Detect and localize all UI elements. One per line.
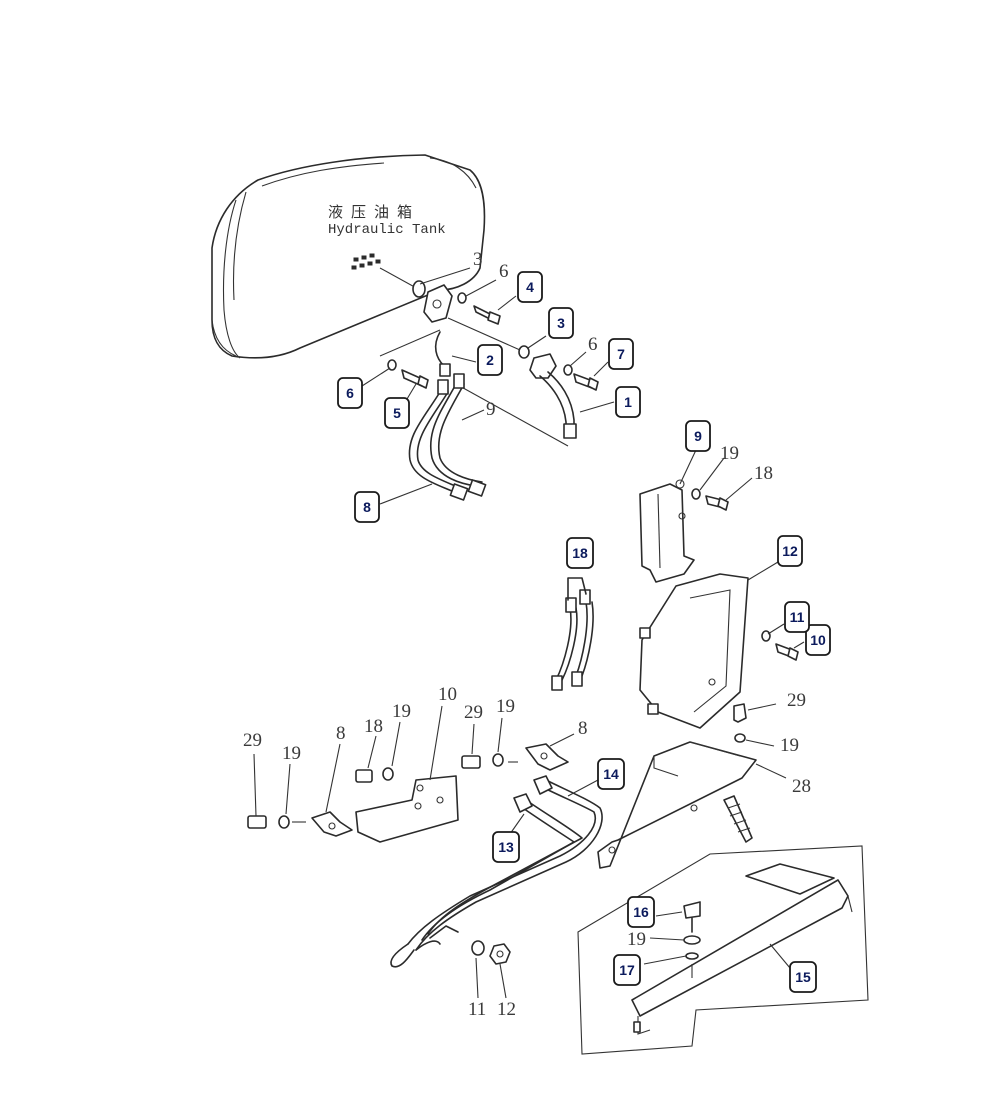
plain-label: 29 xyxy=(787,690,806,711)
svg-text:14: 14 xyxy=(603,766,619,782)
pipes-13-14 xyxy=(390,775,603,968)
plain-label: 12 xyxy=(497,999,516,1020)
callout-2: 2 xyxy=(477,344,503,376)
callout-8: 8 xyxy=(354,491,380,523)
plain-label: 19 xyxy=(627,929,646,950)
plain-label: 18 xyxy=(364,716,383,737)
svg-text:2: 2 xyxy=(486,352,494,368)
callout-11: 11 xyxy=(784,601,810,633)
tank-port-pattern xyxy=(351,253,381,270)
svg-text:18: 18 xyxy=(572,545,588,561)
svg-text:7: 7 xyxy=(617,346,625,362)
callout-12: 12 xyxy=(777,535,803,567)
callout-14: 14 xyxy=(597,758,625,790)
plain-label: 19 xyxy=(780,735,799,756)
plain-labels: 3 6 6 9 19 18 29 19 28 10 19 29 19 8 29 … xyxy=(243,249,811,1020)
callout-17: 17 xyxy=(613,954,641,986)
callout-16: 16 xyxy=(627,896,655,928)
lower-right-panel xyxy=(577,845,869,1055)
plain-label: 8 xyxy=(336,723,346,744)
svg-text:3: 3 xyxy=(557,315,565,331)
callout-7: 7 xyxy=(608,338,634,370)
plain-label: 29 xyxy=(243,730,262,751)
svg-text:5: 5 xyxy=(393,405,401,421)
callout-5: 5 xyxy=(384,397,410,429)
callout-1: 1 xyxy=(615,386,641,418)
plain-label: 6 xyxy=(588,334,598,355)
svg-text:8: 8 xyxy=(363,499,371,515)
lower-left-parts xyxy=(247,743,569,843)
plain-label: 10 xyxy=(438,684,457,705)
plain-label: 19 xyxy=(282,743,301,764)
plain-label: 19 xyxy=(392,701,411,722)
svg-text:9: 9 xyxy=(694,428,702,444)
plain-label: 6 xyxy=(499,261,509,282)
svg-text:17: 17 xyxy=(619,962,635,978)
plain-label: 9 xyxy=(486,399,496,420)
leader-lines xyxy=(253,267,805,999)
plain-label: 3 xyxy=(473,249,483,270)
plain-label: 28 xyxy=(792,776,811,797)
callout-10: 10 xyxy=(805,624,831,656)
upper-fittings xyxy=(379,267,599,447)
svg-text:13: 13 xyxy=(498,839,514,855)
tank-label-en: Hydraulic Tank xyxy=(328,222,446,238)
svg-text:16: 16 xyxy=(633,904,649,920)
hydraulic-tank: 液压油箱 Hydraulic Tank xyxy=(211,154,486,359)
upper-hoses xyxy=(408,331,487,501)
callout-15: 15 xyxy=(789,961,817,993)
svg-text:1: 1 xyxy=(624,394,632,410)
svg-text:6: 6 xyxy=(346,385,354,401)
callout-9: 9 xyxy=(685,420,711,452)
callout-18: 18 xyxy=(566,537,594,569)
plain-label: 8 xyxy=(578,718,588,739)
svg-text:12: 12 xyxy=(782,543,798,559)
svg-text:11: 11 xyxy=(790,609,805,625)
plain-label: 29 xyxy=(464,702,483,723)
bracket-28 xyxy=(597,703,757,869)
callout-13: 13 xyxy=(492,831,520,863)
plain-label: 18 xyxy=(754,463,773,484)
svg-text:15: 15 xyxy=(795,969,811,985)
plain-label: 19 xyxy=(720,443,739,464)
plain-label: 11 xyxy=(468,999,486,1020)
right-covers xyxy=(639,479,799,729)
svg-text:4: 4 xyxy=(526,279,534,295)
callout-4: 4 xyxy=(517,271,543,303)
callout-3: 3 xyxy=(548,307,574,339)
callout-6: 6 xyxy=(337,377,363,409)
svg-text:10: 10 xyxy=(810,632,826,648)
callouts: 1 2 3 4 5 6 7 8 9 10 11 12 13 14 15 16 1… xyxy=(337,271,831,993)
tank-label-cn: 液压油箱 xyxy=(328,203,420,221)
plain-label: 19 xyxy=(496,696,515,717)
middle-hoses xyxy=(551,577,594,691)
